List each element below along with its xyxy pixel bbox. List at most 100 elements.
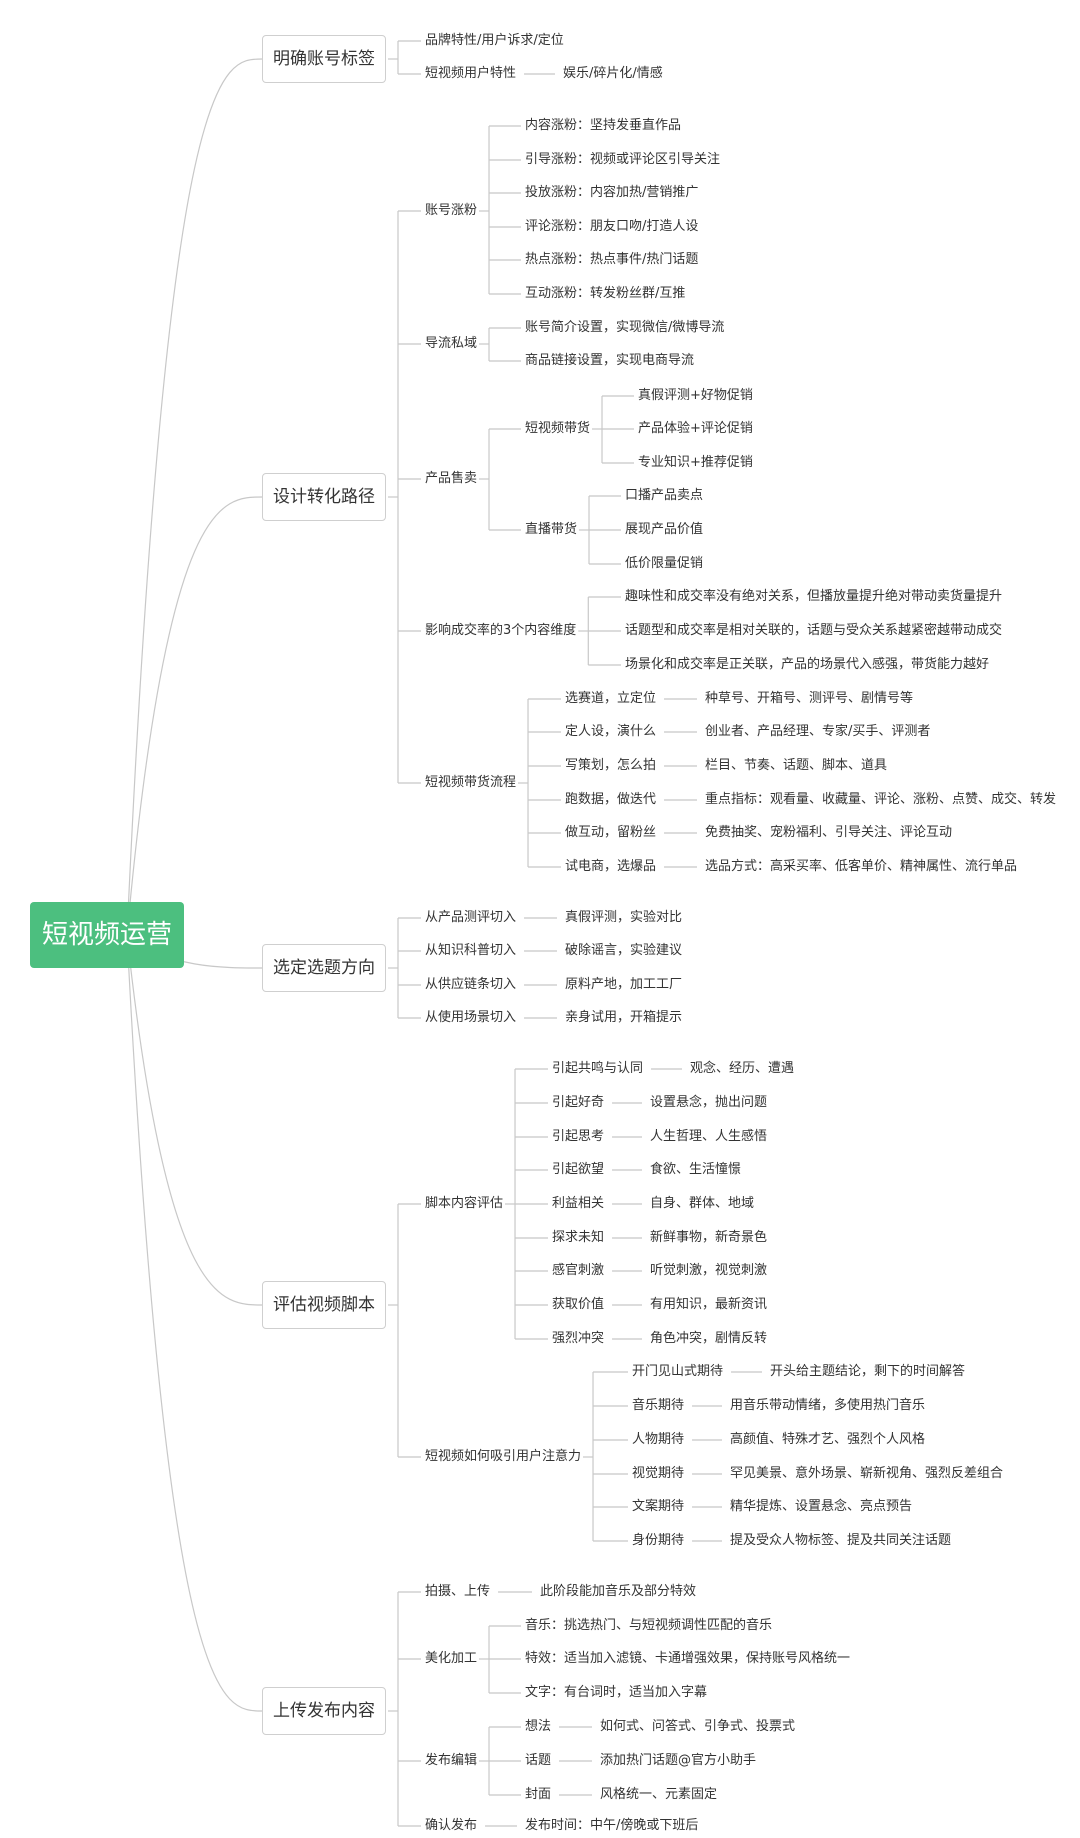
b2-g3-sub-2: 直播带货 [525, 522, 578, 537]
b2-g5-item-2: 定人设，演什么 [565, 724, 657, 739]
root-link-2 [126, 496, 263, 936]
b5-g3-item-2: 话题 [525, 1753, 552, 1768]
branch-4: 评估视频脚本 [262, 1281, 386, 1329]
b2-g5-item-2-detail: 创业者、产品经理、专家/买手、评测者 [705, 724, 931, 739]
root-link-4 [126, 934, 263, 1306]
b5-g3-item-2-detail: 添加热门话题@官方小助手 [600, 1753, 757, 1768]
b5-item-1: 拍摄、上传 [425, 1584, 491, 1599]
b2-g1-item-4: 评论涨粉：朋友口吻/打造人设 [525, 219, 699, 234]
b2-group-3: 产品售卖 [425, 471, 478, 486]
b2-g5-item-5-detail: 免费抽奖、宠粉福利、引导关注、评论互动 [705, 825, 953, 840]
b2-g1-item-5: 热点涨粉：热点事件/热门话题 [525, 252, 699, 267]
b4-g1-item-9-detail: 角色冲突，剧情反转 [650, 1331, 768, 1346]
b3-item-1: 从产品测评切入 [425, 910, 517, 925]
b2-g3-s1-item-1: 真假评测+好物促销 [638, 388, 753, 403]
b4-g2-item-6-detail: 提及受众人物标签、提及共同关注话题 [730, 1533, 952, 1548]
branch-3: 选定选题方向 [262, 944, 386, 992]
b4-group-2: 短视频如何吸引用户注意力 [425, 1449, 582, 1464]
b1-item-2-detail: 娱乐/碎片化/情感 [563, 66, 663, 81]
b2-g4-item-2: 话题型和成交率是相对关联的，话题与受众关系越紧密越带动成交 [625, 623, 1003, 638]
branch-1: 明确账号标签 [262, 35, 386, 83]
b5-g2-item-1: 音乐：挑选热门、与短视频调性匹配的音乐 [525, 1618, 773, 1633]
b2-g3-s2-item-2: 展现产品价值 [625, 522, 704, 537]
b4-g2-item-4-detail: 罕见美景、意外场景、崭新视角、强烈反差组合 [730, 1466, 1004, 1481]
b3-item-2: 从知识科普切入 [425, 943, 517, 958]
b4-g2-item-6: 身份期待 [632, 1533, 685, 1548]
b2-group-4: 影响成交率的3个内容维度 [425, 623, 577, 638]
b5-g2-item-3: 文字：有台词时，适当加入字幕 [525, 1685, 708, 1700]
b4-g1-item-6-detail: 新鲜事物，新奇景色 [650, 1230, 768, 1245]
b3-item-2-detail: 破除谣言，实验建议 [565, 943, 683, 958]
b2-group-1: 账号涨粉 [425, 203, 478, 218]
b3-item-4-detail: 亲身试用，开箱提示 [565, 1010, 683, 1025]
b4-g1-item-7-detail: 听觉刺激，视觉刺激 [650, 1263, 768, 1278]
b4-g2-item-5-detail: 精华提炼、设置悬念、亮点预告 [730, 1499, 913, 1514]
b4-g1-item-5-detail: 自身、群体、地域 [650, 1196, 755, 1211]
b4-g1-item-5: 利益相关 [552, 1196, 605, 1211]
b2-g3-sub-1: 短视频带货 [525, 421, 591, 436]
b4-g2-item-4: 视觉期待 [632, 1466, 685, 1481]
b2-g4-item-3: 场景化和成交率是正关联，产品的场景代入感强，带货能力越好 [625, 657, 990, 672]
b4-g1-item-4-detail: 食欲、生活憧憬 [650, 1162, 742, 1177]
branch-2: 设计转化路径 [262, 473, 386, 521]
b2-g2-item-1: 账号简介设置，实现微信/微博导流 [525, 320, 725, 335]
b4-g1-item-8-detail: 有用知识，最新资讯 [650, 1297, 768, 1312]
b2-g1-item-3: 投放涨粉：内容加热/营销推广 [525, 185, 699, 200]
b4-g1-item-2: 引起好奇 [552, 1095, 605, 1110]
b4-g1-item-4: 引起欲望 [552, 1162, 605, 1177]
b2-g5-item-4: 跑数据，做迭代 [565, 792, 657, 807]
b4-g1-item-3: 引起思考 [552, 1129, 605, 1144]
b2-g1-item-2: 引导涨粉：视频或评论区引导关注 [525, 152, 721, 167]
b4-g1-item-9: 强烈冲突 [552, 1331, 605, 1346]
b5-item-4: 确认发布 [425, 1818, 478, 1833]
b2-g5-item-1: 选赛道，立定位 [565, 691, 657, 706]
b4-g2-item-2-detail: 用音乐带动情绪，多使用热门音乐 [730, 1398, 926, 1413]
root-node: 短视频运营 [30, 902, 185, 968]
b5-g3-item-1-detail: 如何式、问答式、引争式、投票式 [600, 1719, 796, 1734]
b5-g3-item-1: 想法 [525, 1719, 552, 1734]
b4-g1-item-6: 探求未知 [552, 1230, 605, 1245]
b2-g5-item-5: 做互动，留粉丝 [565, 825, 657, 840]
b2-g3-s1-item-2: 产品体验+评论促销 [638, 421, 753, 436]
b2-g5-item-6-detail: 选品方式：高采买率、低客单价、精神属性、流行单品 [705, 859, 1018, 874]
b5-g3-item-3: 封面 [525, 1787, 552, 1802]
b4-g1-item-7: 感官刺激 [552, 1263, 605, 1278]
b2-g5-item-1-detail: 种草号、开箱号、测评号、剧情号等 [705, 691, 914, 706]
b3-item-4: 从使用场景切入 [425, 1010, 517, 1025]
b4-g2-item-1: 开门见山式期待 [632, 1364, 724, 1379]
b2-group-5: 短视频带货流程 [425, 775, 517, 790]
root-link-5 [126, 934, 263, 1712]
b2-g1-item-1: 内容涨粉：坚持发垂直作品 [525, 118, 682, 133]
b5-group-3: 发布编辑 [425, 1753, 478, 1768]
b4-group-1: 脚本内容评估 [425, 1196, 504, 1211]
b2-g3-s2-item-3: 低价限量促销 [625, 556, 704, 571]
b2-group-2: 导流私域 [425, 336, 478, 351]
b2-g3-s1-item-3: 专业知识+推荐促销 [638, 455, 753, 470]
b5-group-2: 美化加工 [425, 1651, 478, 1666]
branch-5: 上传发布内容 [262, 1687, 386, 1735]
b5-item-4-detail: 发布时间：中午/傍晚或下班后 [525, 1818, 699, 1833]
b1-item-1: 品牌特性/用户诉求/定位 [425, 33, 564, 48]
b2-g5-item-4-detail: 重点指标：观看量、收藏量、评论、涨粉、点赞、成交、转发 [705, 792, 1057, 807]
b4-g2-item-5: 文案期待 [632, 1499, 685, 1514]
b2-g2-item-2: 商品链接设置，实现电商导流 [525, 353, 695, 368]
b2-g5-item-3-detail: 栏目、节奏、话题、脚本、道具 [705, 758, 888, 773]
b4-g2-item-1-detail: 开头给主题结论，剩下的时间解答 [770, 1364, 966, 1379]
b4-g1-item-2-detail: 设置悬念，抛出问题 [650, 1095, 768, 1110]
b2-g4-item-1: 趣味性和成交率没有绝对关系，但播放量提升绝对带动卖货量提升 [625, 589, 1003, 604]
b4-g1-item-8: 获取价值 [552, 1297, 605, 1312]
b2-g1-item-6: 互动涨粉：转发粉丝群/互推 [525, 286, 686, 301]
b4-g2-item-2: 音乐期待 [632, 1398, 685, 1413]
b3-item-1-detail: 真假评测，实验对比 [565, 910, 683, 925]
b4-g1-item-1: 引起共鸣与认同 [552, 1061, 644, 1076]
b5-item-1-detail: 此阶段能加音乐及部分特效 [540, 1584, 697, 1599]
b2-g5-item-6: 试电商，选爆品 [565, 859, 657, 874]
b2-g5-item-3: 写策划，怎么拍 [565, 758, 657, 773]
b2-g3-s2-item-1: 口播产品卖点 [625, 488, 704, 503]
b4-g2-item-3: 人物期待 [632, 1432, 685, 1447]
b3-item-3: 从供应链条切入 [425, 977, 517, 992]
b4-g2-item-3-detail: 高颜值、特殊才艺、强烈个人风格 [730, 1432, 926, 1447]
b4-g1-item-1-detail: 观念、经历、遭遇 [690, 1061, 795, 1076]
b4-g1-item-3-detail: 人生哲理、人生感悟 [650, 1129, 768, 1144]
